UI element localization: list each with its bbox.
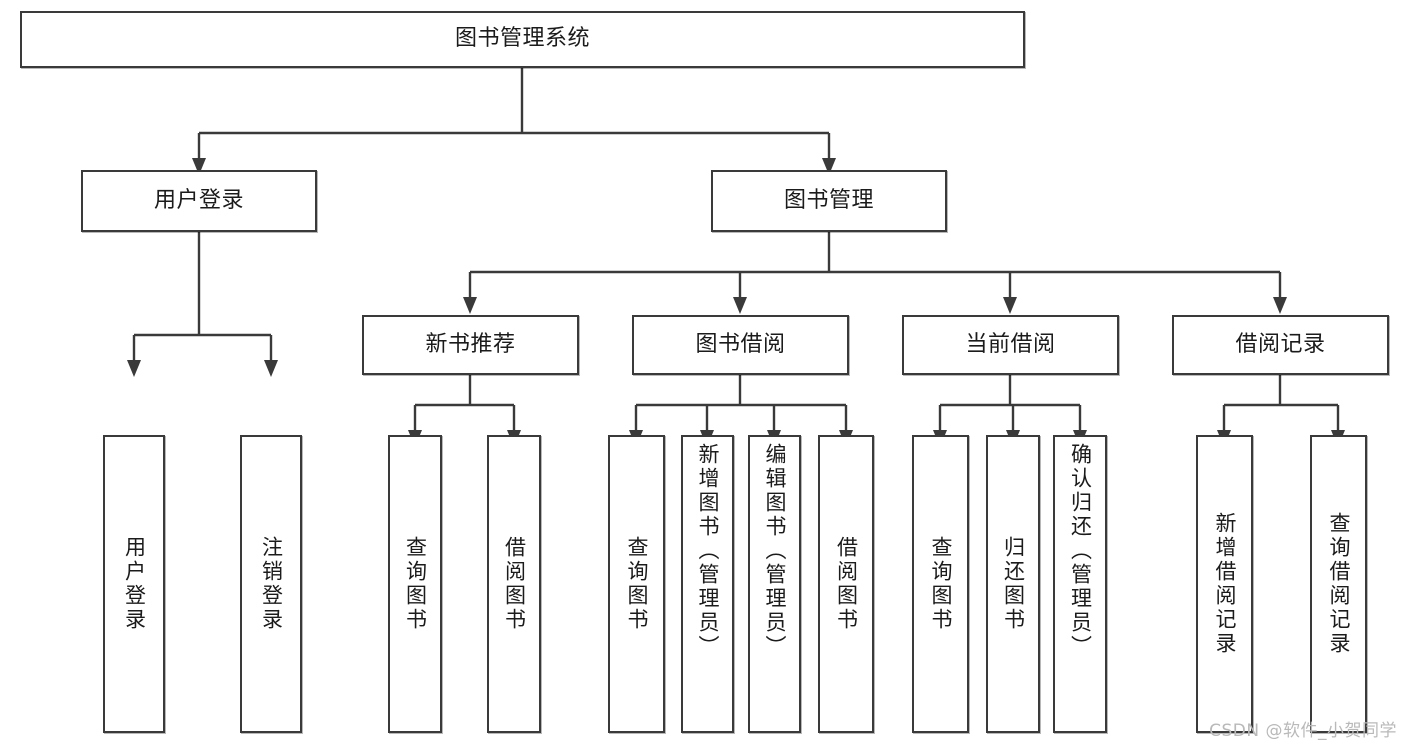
leaf-node-label: 查询借阅记录: [1327, 512, 1351, 656]
level3-node-1[interactable]: 图书借阅: [632, 315, 849, 375]
leaf-node-0[interactable]: 用户登录: [103, 435, 165, 733]
leaf-node-8[interactable]: 查询图书: [912, 435, 969, 733]
level2-node-1[interactable]: 图书管理: [711, 170, 947, 232]
level3-node-0[interactable]: 新书推荐: [362, 315, 579, 375]
leaf-node-label: 新增图书（管理员）: [696, 443, 720, 659]
level2-node-label: 用户登录: [153, 187, 244, 213]
leaf-node-4[interactable]: 查询图书: [608, 435, 665, 733]
level3-node-3[interactable]: 借阅记录: [1172, 315, 1389, 375]
leaf-node-7[interactable]: 借阅图书: [818, 435, 874, 733]
leaf-node-12[interactable]: 查询借阅记录: [1310, 435, 1367, 733]
arrow-icon-book_mgmt_to_level3-2: [1003, 297, 1017, 314]
leaf-node-label: 查询图书: [403, 536, 428, 632]
leaf-node-label: 确认归还（管理员）: [1068, 443, 1093, 659]
level3-node-2[interactable]: 当前借阅: [902, 315, 1119, 375]
leaf-node-6[interactable]: 编辑图书（管理员）: [748, 435, 801, 733]
leaf-node-label: 用户登录: [122, 536, 147, 632]
arrow-icon-user_login_to_leaves-0: [127, 360, 141, 377]
root-node-label: 图书管理系统: [454, 26, 590, 52]
leaf-node-label: 编辑图书（管理员）: [763, 443, 787, 659]
leaf-node-label: 借阅图书: [834, 536, 859, 632]
level2-node-0[interactable]: 用户登录: [81, 170, 317, 232]
level3-node-label: 借阅记录: [1235, 331, 1326, 357]
level3-node-label: 图书借阅: [695, 331, 786, 357]
root-node-0[interactable]: 图书管理系统: [20, 11, 1025, 68]
arrow-icon-user_login_to_leaves-1: [264, 360, 278, 377]
leaf-node-label: 借阅图书: [502, 536, 527, 632]
level3-node-label: 当前借阅: [965, 331, 1056, 357]
leaf-node-label: 查询图书: [625, 536, 649, 632]
leaf-node-label: 注销登录: [259, 536, 284, 632]
watermark-text: CSDN @软件_小贺同学: [1209, 721, 1397, 741]
level2-node-label: 图书管理: [783, 187, 874, 213]
leaf-node-9[interactable]: 归还图书: [986, 435, 1040, 733]
leaf-node-11[interactable]: 新增借阅记录: [1196, 435, 1253, 733]
leaf-node-10[interactable]: 确认归还（管理员）: [1053, 435, 1107, 733]
leaf-node-label: 查询图书: [929, 536, 953, 632]
leaf-node-label: 归还图书: [1001, 536, 1026, 632]
leaf-node-label: 新增借阅记录: [1213, 512, 1237, 656]
level3-node-label: 新书推荐: [425, 331, 516, 357]
leaf-node-2[interactable]: 查询图书: [388, 435, 442, 733]
arrow-icon-book_mgmt_to_level3-1: [733, 297, 747, 314]
leaf-node-1[interactable]: 注销登录: [240, 435, 302, 733]
leaf-node-3[interactable]: 借阅图书: [487, 435, 541, 733]
arrow-icon-book_mgmt_to_level3-0: [463, 297, 477, 314]
leaf-node-5[interactable]: 新增图书（管理员）: [681, 435, 734, 733]
arrow-icon-book_mgmt_to_level3-3: [1273, 297, 1287, 314]
